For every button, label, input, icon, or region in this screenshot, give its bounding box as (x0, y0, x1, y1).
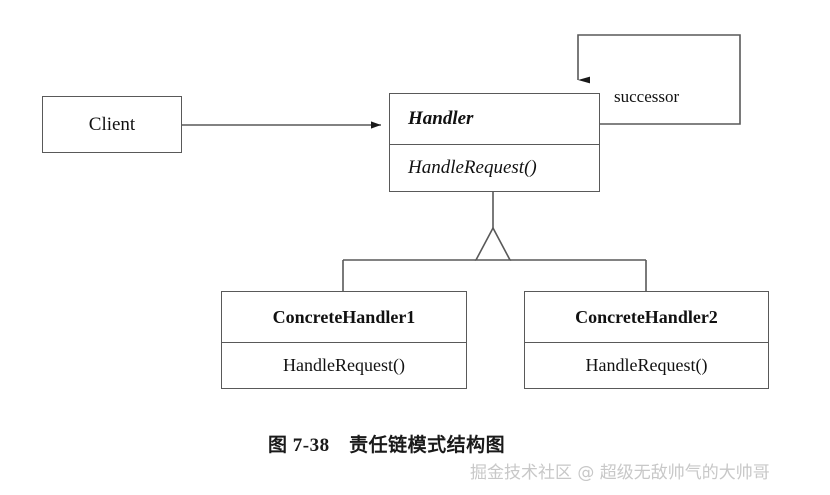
edge-handler-successor (577, 34, 741, 125)
class-box-client[interactable]: Client (42, 96, 182, 153)
client-label: Client (88, 113, 136, 135)
concrete-handler-1-title: ConcreteHandler1 (272, 306, 416, 327)
edge-generalization-tree (342, 192, 647, 291)
concrete-handler-2-title: ConcreteHandler2 (575, 306, 718, 327)
figure-caption: 图 7-38 责任链模式结构图 (268, 435, 506, 456)
handler-title: Handler (408, 108, 474, 129)
handler-operation: HandleRequest() (390, 144, 599, 191)
concrete-handler-2-operation: HandleRequest() (525, 342, 768, 388)
concrete-handler-1-operation: HandleRequest() (222, 342, 466, 388)
class-box-handler[interactable]: Handler HandleRequest() (389, 93, 600, 192)
watermark-text: 掘金技术社区 @ 超级无敌帅气的大帅哥 (470, 463, 770, 483)
class-box-concrete-handler-1[interactable]: ConcreteHandler1 HandleRequest() (221, 291, 467, 389)
successor-label: successor (614, 87, 680, 106)
class-box-concrete-handler-2[interactable]: ConcreteHandler2 HandleRequest() (524, 291, 769, 389)
